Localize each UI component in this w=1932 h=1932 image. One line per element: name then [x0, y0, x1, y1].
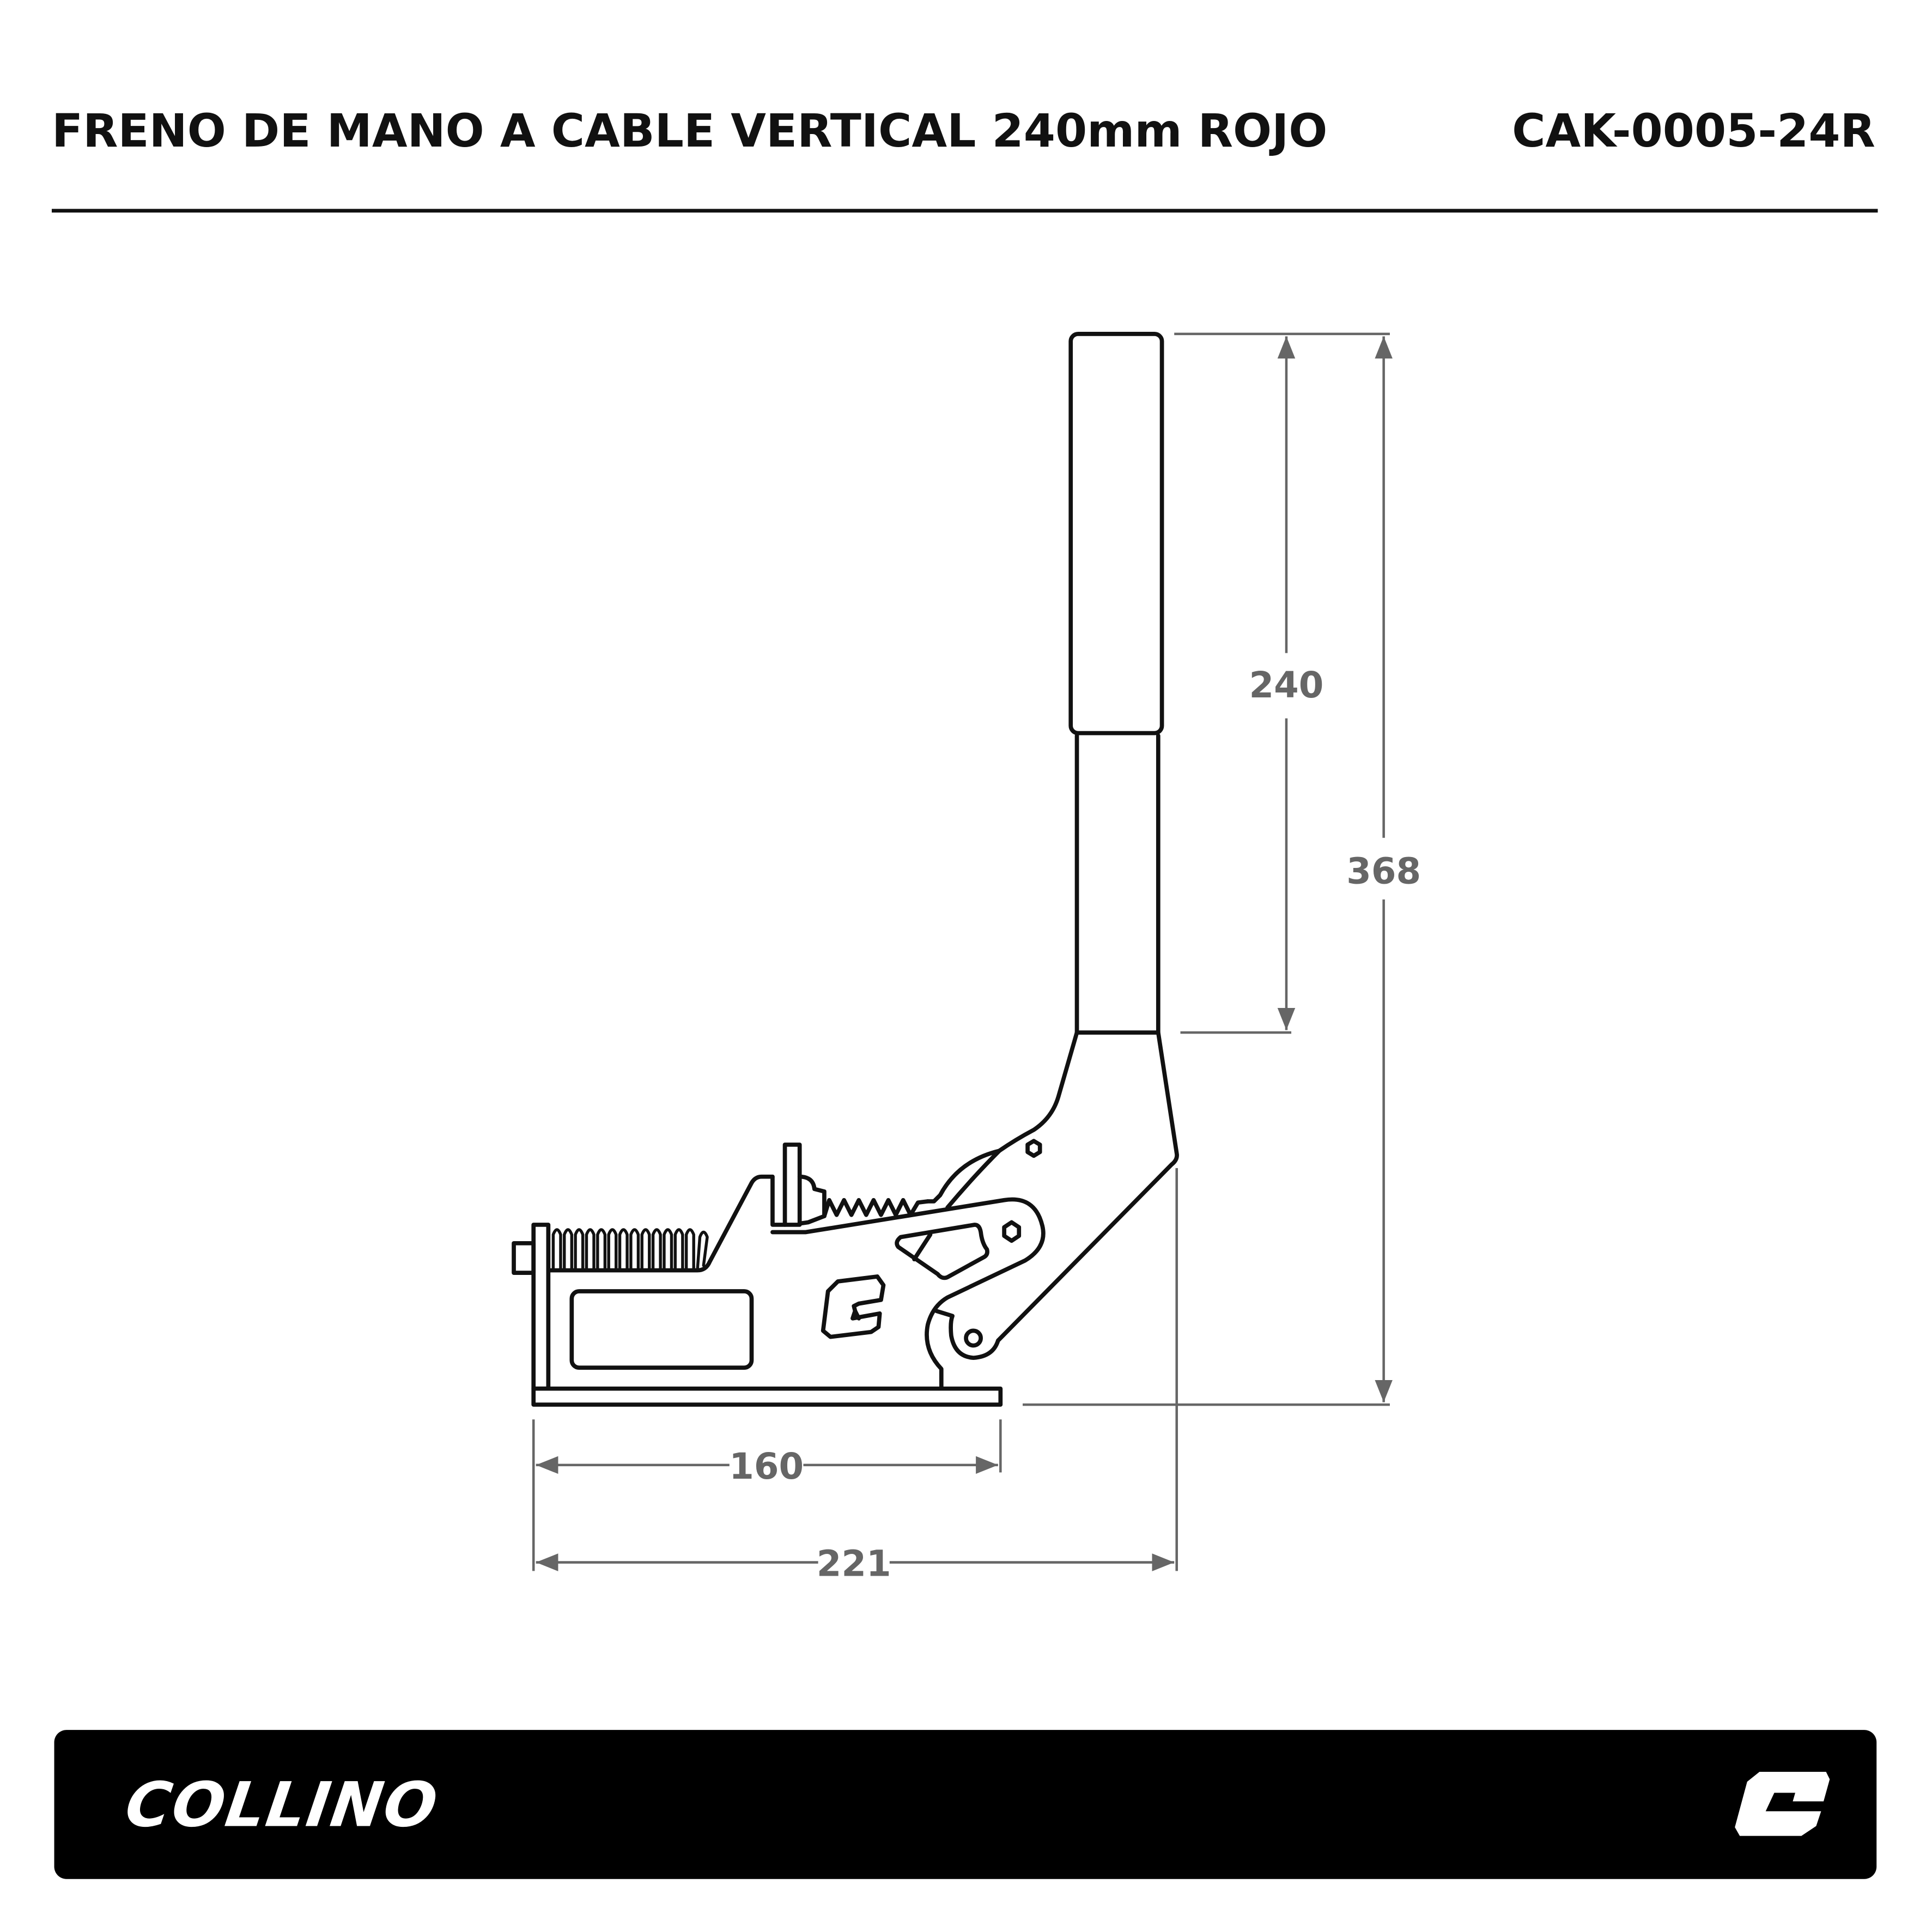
- release-arm: [770, 1197, 1046, 1391]
- bolt-stub: [512, 1241, 536, 1275]
- dim-base-length: 160: [729, 1446, 804, 1487]
- base-plate: [531, 1386, 1003, 1407]
- ratchet-sector: [926, 1149, 1001, 1204]
- lever-left-edge: [945, 1030, 1079, 1210]
- hex-bolt: [1025, 1139, 1042, 1158]
- brand-logo: COLLINO: [121, 1769, 442, 1840]
- hex-bolt: [1002, 1220, 1022, 1243]
- body-top-edge: [546, 1174, 775, 1273]
- body-window: [569, 1289, 754, 1370]
- dim-handle-length: 240: [1249, 665, 1324, 706]
- ratchet-teeth: [822, 1198, 930, 1218]
- footer-bar: [54, 1730, 1877, 1879]
- pawl-block: [770, 1174, 827, 1227]
- cable-pivot-hole: [964, 1328, 983, 1348]
- handbrake-drawing: [512, 332, 1179, 1407]
- product-title: FRENO DE MANO A CABLE VERTICAL 240mm ROJ…: [52, 104, 1327, 157]
- product-code: CAK-0005-24R: [1512, 104, 1875, 157]
- spring: [551, 1228, 709, 1272]
- arm-slot: [895, 1223, 989, 1280]
- lever-right-edge: [934, 1030, 1179, 1360]
- handle-grip: [1068, 332, 1164, 736]
- dim-total-height: 368: [1346, 850, 1421, 892]
- dimension-lines: [532, 332, 1393, 1571]
- c-logo-icon: [821, 1274, 886, 1339]
- release-post: [782, 1143, 802, 1227]
- end-plate: [531, 1223, 551, 1391]
- brand-c-icon: [1735, 1772, 1830, 1836]
- dim-total-length: 221: [817, 1543, 891, 1584]
- handle-shaft: [1074, 733, 1161, 1035]
